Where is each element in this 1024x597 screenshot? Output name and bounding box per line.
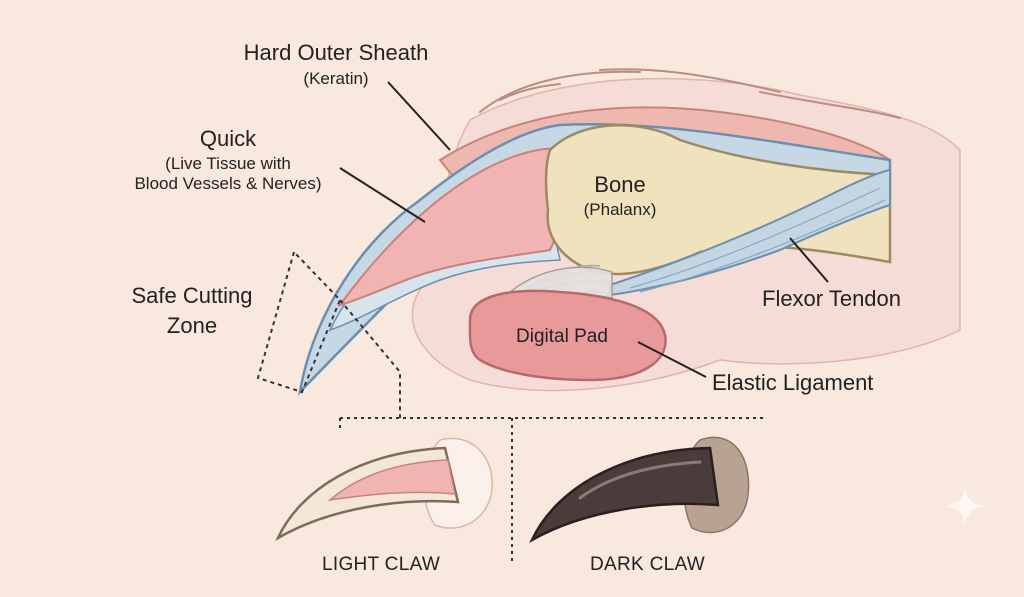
pointer-lines: [339, 81, 829, 378]
light-claw-caption: LIGHT CLAW: [322, 554, 441, 575]
fur-top: [479, 68, 901, 119]
quick-subtitle-1: (Live Tissue with: [165, 154, 291, 173]
sheath-title: Hard Outer Sheath: [243, 40, 429, 65]
dark-claw-caption: DARK CLAW: [590, 554, 705, 575]
safe-zone-line-1: Safe Cutting: [131, 283, 253, 308]
flexor-tendon: [609, 168, 891, 297]
quick-title: Quick: [199, 126, 257, 151]
safe-zone-line-2: Zone: [166, 313, 218, 338]
safe-zone-label: Safe Cutting Zone: [112, 283, 272, 339]
quick-subtitle-2: Blood Vessels & Nerves): [134, 174, 322, 193]
digital-pad: [468, 289, 667, 382]
quick-label: Quick (Live Tissue with Blood Vessels & …: [108, 126, 348, 194]
sparkle-icon: [946, 488, 984, 524]
digital-pad-label: Digital Pad: [516, 326, 608, 347]
bone-subtitle: (Phalanx): [583, 200, 657, 219]
ligament-pointer: [637, 341, 707, 378]
light-claw-illustration: [275, 437, 493, 542]
tendon-fibers: [629, 187, 886, 293]
elastic-ligament-label: Elastic Ligament: [712, 370, 874, 395]
sheath-subtitle: (Keratin): [303, 69, 369, 88]
dark-claw-sheath: [529, 446, 720, 543]
flexor-tendon-label: Flexor Tendon: [762, 286, 902, 311]
light-claw-quick: [327, 459, 456, 502]
bone-label: Bone (Phalanx): [560, 172, 680, 220]
sheath-label: Hard Outer Sheath (Keratin): [226, 40, 446, 89]
quick-pointer: [339, 167, 426, 223]
bone-title: Bone: [594, 172, 646, 197]
dark-claw-shine: [578, 460, 702, 500]
flexor-pointer: [789, 237, 829, 283]
sheath-pointer: [387, 81, 451, 151]
safe-cutting-zone: [256, 250, 342, 394]
dark-claw-illustration: [529, 436, 750, 543]
